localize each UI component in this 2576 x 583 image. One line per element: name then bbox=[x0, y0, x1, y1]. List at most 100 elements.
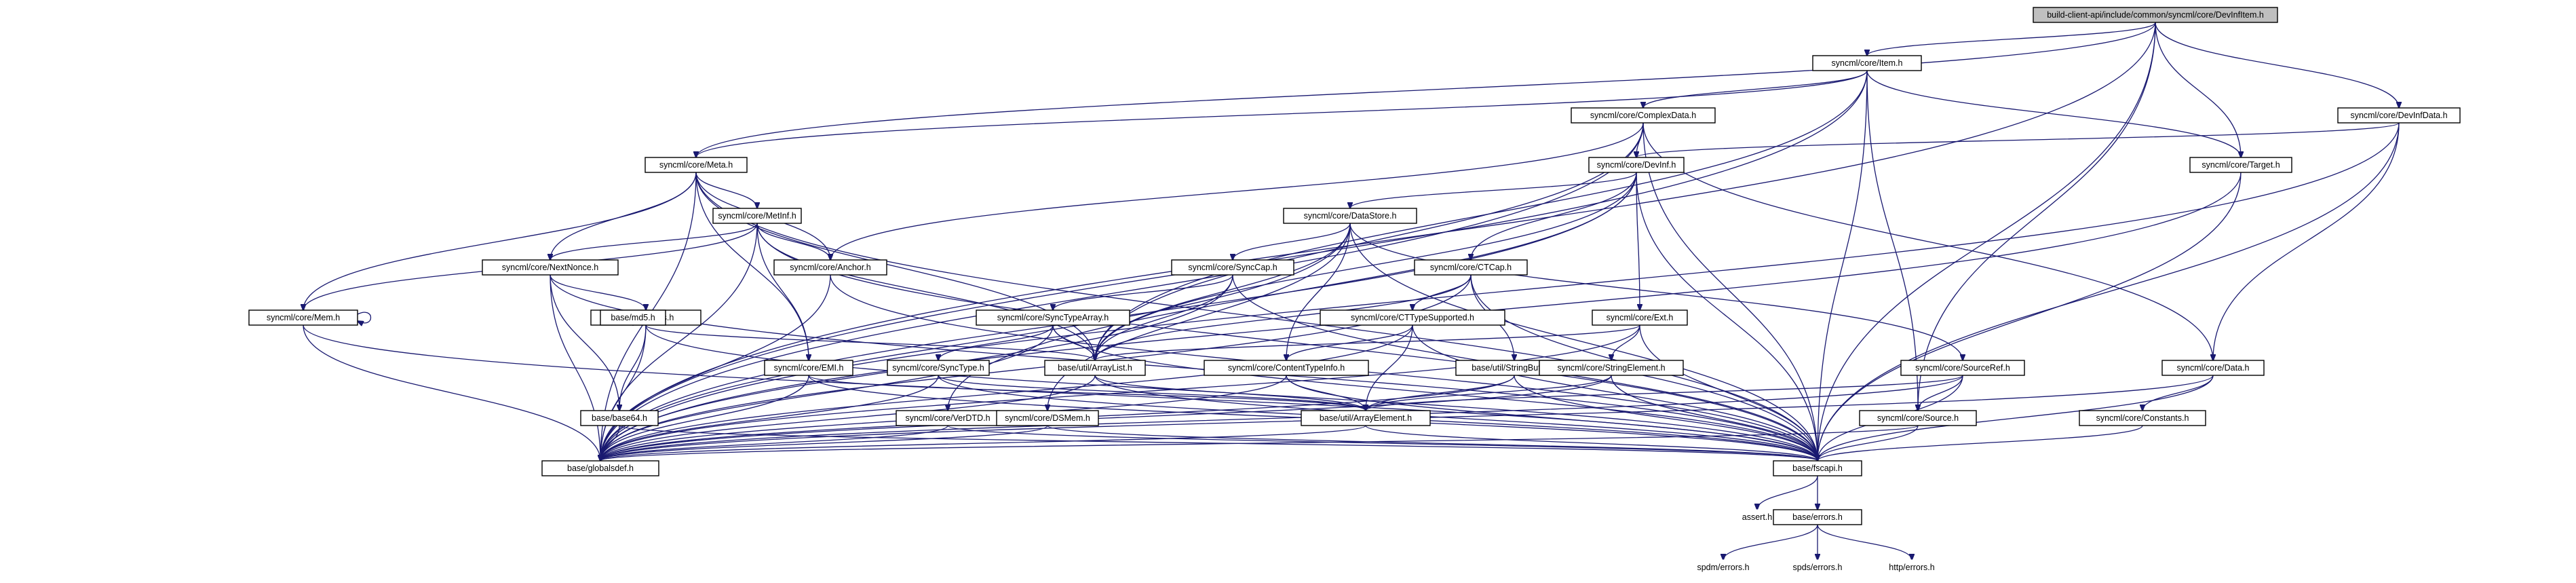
node-md5[interactable]: base/md5.h bbox=[600, 309, 666, 326]
edge-datastore-to-fscapi bbox=[1349, 223, 1818, 461]
node-base64[interactable]: base/base64.h bbox=[580, 410, 659, 426]
node-verdtd[interactable]: syncml/core/VerDTD.h bbox=[896, 410, 1000, 426]
node-constants[interactable]: syncml/core/Constants.h bbox=[2079, 410, 2206, 426]
edge-complexdata-to-globalsdef bbox=[600, 122, 1644, 461]
edge-datastore-to-dsmem bbox=[1047, 223, 1351, 411]
edge-item-to-target bbox=[1866, 70, 2241, 157]
edge-errors-to-spdmerrors bbox=[1723, 524, 1818, 560]
node-nextnonce[interactable]: syncml/core/NextNonce.h bbox=[482, 259, 619, 276]
node-label-arrayelement: base/util/ArrayElement.h bbox=[1320, 413, 1412, 423]
edge-dsmem-to-globalsdef bbox=[600, 425, 1048, 461]
node-label-data: syncml/core/Data.h bbox=[2177, 363, 2250, 373]
edge-devinf-to-fscapi bbox=[1636, 172, 1818, 461]
node-source[interactable]: syncml/core/Source.h bbox=[1859, 410, 1977, 426]
node-arrayelement[interactable]: base/util/ArrayElement.h bbox=[1301, 410, 1431, 426]
node-label-cttypesupported: syncml/core/CTTypeSupported.h bbox=[1351, 313, 1474, 322]
node-metinf[interactable]: syncml/core/MetInf.h bbox=[712, 208, 802, 224]
edge-constants-to-fscapi bbox=[1818, 425, 2143, 461]
edge-verdtd-to-globalsdef bbox=[600, 425, 948, 461]
node-box-sourceref bbox=[1900, 360, 2025, 376]
node-assert: assert.h bbox=[1736, 509, 1778, 525]
edge-ext-to-stringelement bbox=[1611, 324, 1640, 360]
edge-root-to-item bbox=[1867, 22, 2156, 56]
node-label-ctcap: syncml/core/CTCap.h bbox=[1430, 263, 1512, 272]
node-ext[interactable]: syncml/core/Ext.h bbox=[1592, 309, 1688, 326]
node-data[interactable]: syncml/core/Data.h bbox=[2161, 360, 2265, 376]
edge-synccap-to-synctypearray bbox=[1053, 274, 1233, 310]
edge-meta-to-metinf bbox=[695, 172, 757, 208]
node-stringelement[interactable]: syncml/core/StringElement.h bbox=[1539, 360, 1684, 376]
node-errors[interactable]: base/errors.h bbox=[1773, 509, 1862, 525]
node-anchor[interactable]: syncml/core/Anchor.h bbox=[773, 259, 887, 276]
node-datastore[interactable]: syncml/core/DataStore.h bbox=[1283, 208, 1417, 224]
edge-source-to-fscapi bbox=[1818, 425, 1919, 461]
node-label-ext: syncml/core/Ext.h bbox=[1607, 313, 1674, 322]
node-label-nextnonce: syncml/core/NextNonce.h bbox=[502, 263, 598, 272]
node-complexdata[interactable]: syncml/core/ComplexData.h bbox=[1571, 107, 1716, 124]
edge-contenttypeinfo-to-fscapi bbox=[1286, 375, 1818, 461]
node-contenttypeinfo[interactable]: syncml/core/ContentTypeInfo.h bbox=[1204, 360, 1369, 376]
node-devinf[interactable]: syncml/core/DevInf.h bbox=[1588, 157, 1685, 173]
edge-metinf-to-anchor bbox=[756, 223, 830, 260]
node-arraylist[interactable]: base/util/ArrayList.h bbox=[1044, 360, 1146, 376]
node-label-emi: syncml/core/EMI.h bbox=[774, 363, 844, 373]
edge-target-to-fscapi bbox=[1818, 172, 2242, 461]
edge-errors-to-httperrors bbox=[1817, 524, 1912, 560]
edge-meta-to-mem bbox=[303, 172, 697, 310]
edge-synccap-to-arraylist bbox=[1095, 274, 1233, 360]
node-dsmem[interactable]: syncml/core/DSMem.h bbox=[996, 410, 1099, 426]
edge-complexdata-to-data bbox=[1642, 122, 2213, 360]
node-synccap[interactable]: syncml/core/SyncCap.h bbox=[1171, 259, 1294, 276]
edge-complexdata-to-fscapi bbox=[1642, 122, 1818, 461]
edge-item-to-meta bbox=[696, 70, 1868, 157]
edge-synctypearray-to-globalsdef bbox=[600, 324, 1054, 461]
edge-devinfdata-to-devinf bbox=[1636, 122, 2400, 157]
node-box-arraylist bbox=[1044, 360, 1146, 376]
node-ctcap[interactable]: syncml/core/CTCap.h bbox=[1414, 259, 1528, 276]
node-box-dsmem bbox=[996, 410, 1099, 426]
node-synctypearray[interactable]: syncml/core/SyncTypeArray.h bbox=[976, 309, 1130, 326]
node-cttypesupported[interactable]: syncml/core/CTTypeSupported.h bbox=[1320, 309, 1505, 326]
node-label-stringelement: syncml/core/StringElement.h bbox=[1557, 363, 1665, 373]
edge-devinf-to-ext bbox=[1636, 172, 1640, 310]
edge-ext-to-fscapi bbox=[1639, 324, 1818, 461]
node-box-metinf bbox=[712, 208, 802, 224]
edge-synctype-to-arrayelement bbox=[938, 375, 1366, 411]
node-label-spdserrors: spds/errors.h bbox=[1793, 563, 1843, 572]
node-globalsdef[interactable]: base/globalsdef.h bbox=[541, 460, 659, 476]
node-label-anchor: syncml/core/Anchor.h bbox=[790, 263, 871, 272]
node-box-mem bbox=[248, 309, 358, 326]
edge-base64-to-fscapi bbox=[619, 425, 1818, 461]
node-box-stringelement bbox=[1539, 360, 1684, 376]
node-mem[interactable]: syncml/core/Mem.h bbox=[248, 309, 358, 326]
node-label-errors: base/errors.h bbox=[1792, 512, 1843, 522]
node-meta[interactable]: syncml/core/Meta.h bbox=[645, 157, 748, 173]
edge-root-to-meta bbox=[696, 22, 2156, 157]
node-label-arraylist: base/util/ArrayList.h bbox=[1058, 363, 1132, 373]
node-box-ctcap bbox=[1414, 259, 1528, 276]
node-box-synctype bbox=[887, 360, 990, 376]
edge-utils-to-globalsdef bbox=[600, 324, 647, 461]
node-sourceref[interactable]: syncml/core/SourceRef.h bbox=[1900, 360, 2025, 376]
node-box-data bbox=[2161, 360, 2265, 376]
node-emi[interactable]: syncml/core/EMI.h bbox=[764, 360, 853, 376]
edge-dsmem-to-fscapi bbox=[1047, 425, 1818, 461]
edge-devinf-to-datastore bbox=[1350, 172, 1637, 208]
edge-stringbuffer-to-fscapi bbox=[1514, 375, 1818, 461]
edge-data-to-fscapi bbox=[1818, 375, 2214, 461]
node-box-fscapi bbox=[1773, 460, 1862, 476]
node-target[interactable]: syncml/core/Target.h bbox=[2189, 157, 2292, 173]
node-synctype[interactable]: syncml/core/SyncType.h bbox=[887, 360, 990, 376]
node-label-globalsdef: base/globalsdef.h bbox=[567, 464, 634, 473]
edge-ctcap-to-cttypesupported bbox=[1412, 274, 1472, 310]
node-label-assert: assert.h bbox=[1742, 512, 1773, 522]
node-item[interactable]: syncml/core/Item.h bbox=[1812, 55, 1922, 71]
edge-arraylist-to-arrayelement bbox=[1094, 375, 1366, 411]
node-box-globalsdef bbox=[541, 460, 659, 476]
edge-meta-to-fscapi bbox=[695, 172, 1818, 461]
node-fscapi[interactable]: base/fscapi.h bbox=[1773, 460, 1862, 476]
edge-emi-to-globalsdef bbox=[600, 375, 809, 461]
node-devinfdata[interactable]: syncml/core/DevInfData.h bbox=[2337, 107, 2461, 124]
node-label-stringbuffer: base/util/StringBuffer.h bbox=[1472, 363, 1557, 373]
node-label-devinf: syncml/core/DevInf.h bbox=[1597, 160, 1676, 170]
